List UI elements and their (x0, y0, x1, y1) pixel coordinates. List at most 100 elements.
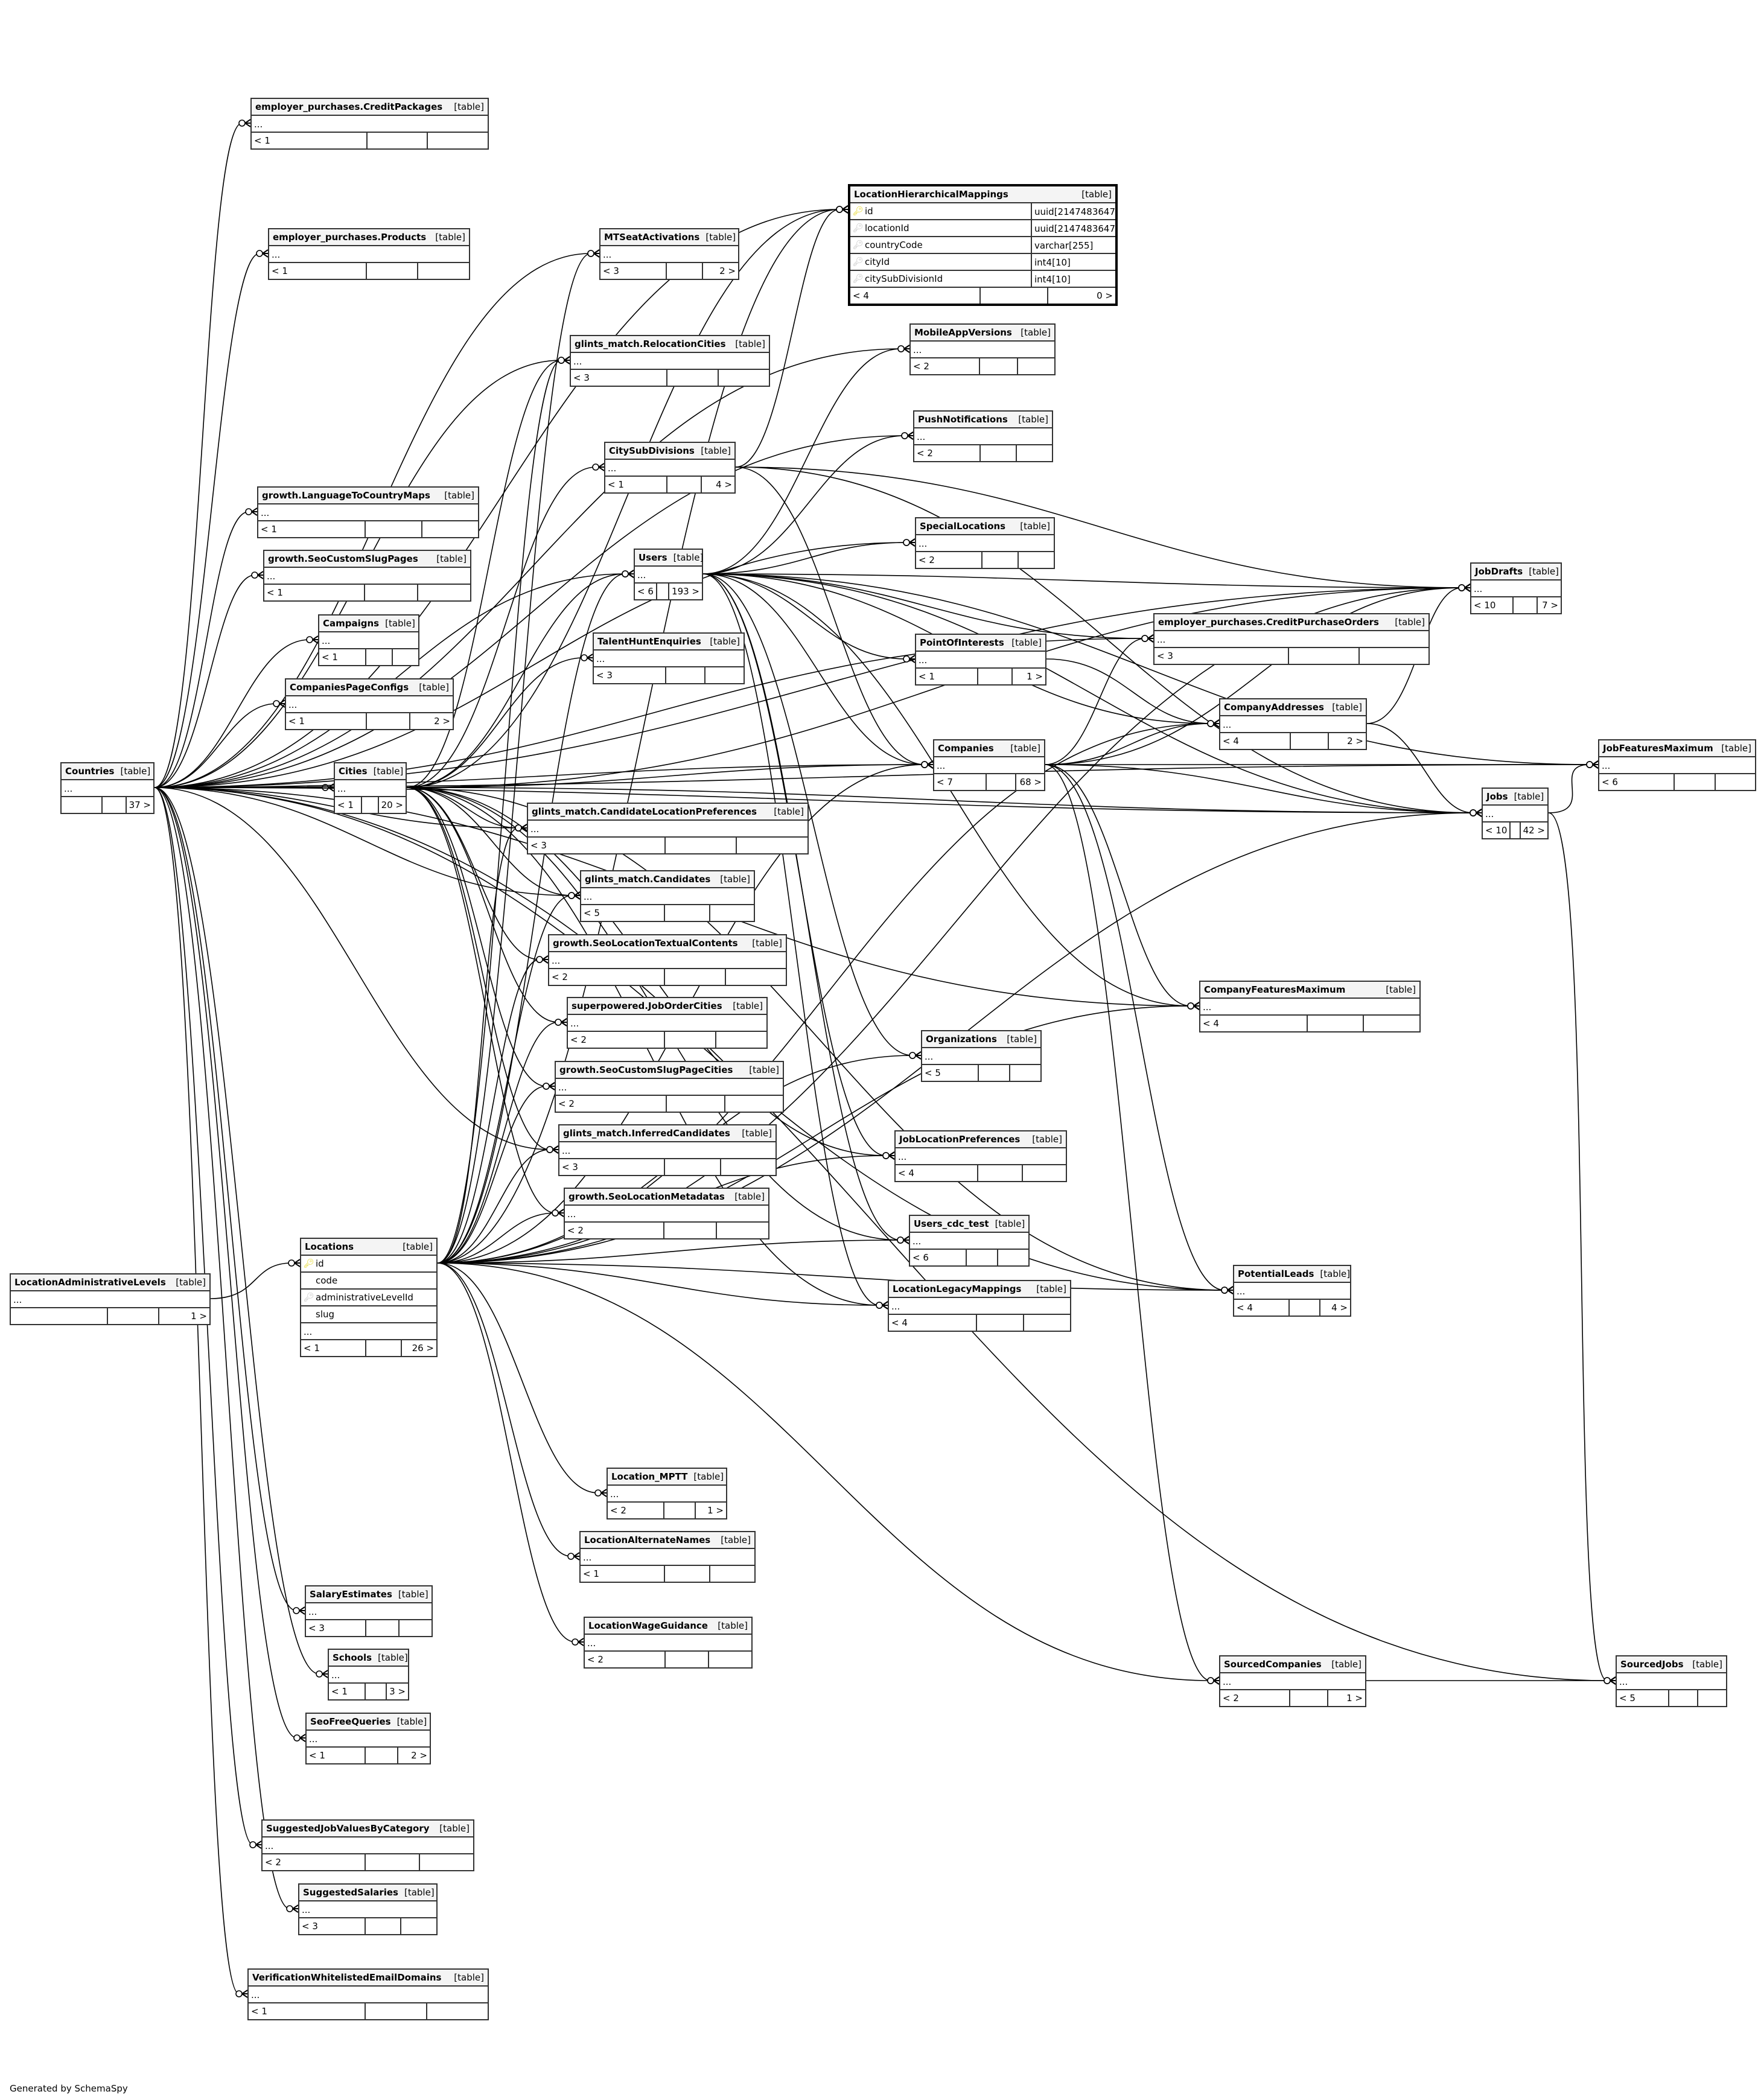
collapsed-columns-row[interactable]: ... (528, 821, 807, 838)
table-verification-whitelisted-email-domains[interactable]: VerificationWhitelistedEmailDomains [tab… (247, 1968, 489, 2020)
table-locations[interactable]: Locations [table] 🔑︎id code 🔑︎administra… (300, 1238, 438, 1357)
parents-count-link[interactable]: < 2 (916, 552, 983, 568)
column-row[interactable]: slug (301, 1306, 436, 1323)
table-name[interactable]: SourcedJobs (1620, 1659, 1684, 1670)
children-count-link[interactable]: 68 > (1019, 777, 1042, 788)
children-count-link[interactable]: 4 > (716, 479, 732, 490)
parents-count-link[interactable]: < 2 (911, 358, 980, 374)
table-push-notifications[interactable]: PushNotifications [table] ... < 2 (913, 410, 1053, 462)
parents-count-link[interactable]: < 3 (299, 1918, 366, 1934)
collapsed-columns-row[interactable]: ... (568, 1015, 766, 1032)
parents-count-link[interactable]: < 4 (889, 1315, 977, 1331)
collapsed-columns-row[interactable]: ... (565, 1206, 768, 1223)
parents-count-link[interactable]: < 2 (263, 1854, 366, 1870)
children-count-link[interactable]: 2 > (719, 266, 736, 276)
collapsed-columns-row[interactable]: ... (307, 1731, 430, 1748)
collapsed-columns-row[interactable]: ... (916, 535, 1054, 552)
parents-count-link[interactable]: < 10 (1483, 822, 1511, 838)
collapsed-columns-row[interactable]: ... (1200, 999, 1419, 1016)
table-name[interactable]: JobLocationPreferences (899, 1134, 1021, 1145)
collapsed-columns-row[interactable]: ... (1234, 1283, 1350, 1300)
parents-count-link[interactable]: < 1 (286, 713, 367, 729)
children-count-link[interactable] (401, 1918, 436, 1934)
table-job-order-cities[interactable]: superpowered.JobOrderCities [table] ... … (567, 997, 768, 1049)
table-credit-purchase-orders[interactable]: employer_purchases.CreditPurchaseOrders … (1153, 613, 1430, 665)
collapsed-columns-row[interactable]: ... (635, 567, 702, 584)
table-name[interactable]: CompanyFeaturesMaximum (1204, 984, 1346, 995)
children-count-link[interactable] (428, 133, 488, 148)
parents-count-link[interactable]: < 1 (252, 133, 368, 148)
parents-count-link[interactable]: < 6 (635, 584, 657, 599)
collapsed-columns-row[interactable]: ... (299, 1901, 436, 1918)
children-count-link[interactable] (725, 1096, 783, 1112)
table-name[interactable]: Organizations (926, 1034, 997, 1045)
collapsed-columns-row[interactable]: ... (910, 1233, 1028, 1250)
table-mtseat-activations[interactable]: MTSeatActivations [table] ... < 3 2 > (599, 228, 739, 280)
children-count-link[interactable]: 1 > (707, 1505, 724, 1516)
table-jobs[interactable]: Jobs [table] ... < 10 42 > (1482, 788, 1549, 839)
children-count-link[interactable] (710, 905, 754, 921)
collapsed-columns-row[interactable]: ... (896, 1148, 1066, 1165)
table-location-administrative-levels[interactable]: LocationAdministrativeLevels [table] ...… (10, 1273, 211, 1325)
collapsed-columns-row[interactable]: ... (549, 952, 786, 969)
collapsed-columns-row[interactable]: ... (889, 1298, 1070, 1315)
table-name[interactable]: Countries (65, 766, 115, 777)
table-name[interactable]: SuggestedJobValuesByCategory (266, 1823, 430, 1834)
collapsed-columns-row[interactable]: ... (62, 780, 153, 797)
table-name[interactable]: glints_match.Candidates (585, 874, 711, 885)
children-count-link[interactable]: 7 > (1542, 600, 1558, 611)
children-count-link[interactable] (998, 1250, 1028, 1265)
parents-count-link[interactable]: < 1 (249, 2003, 366, 2019)
children-count-link[interactable] (1024, 1315, 1070, 1331)
table-name[interactable]: glints_match.CandidateLocationPreference… (532, 806, 757, 817)
children-count-link[interactable] (418, 585, 470, 600)
column-row[interactable]: 🔑︎cityId int4[10] (850, 254, 1115, 271)
table-candidate-location-preferences[interactable]: glints_match.CandidateLocationPreference… (527, 803, 809, 854)
table-point-of-interests[interactable]: PointOfInterests [table] ... < 1 1 > (915, 634, 1046, 686)
table-name[interactable]: MTSeatActivations (604, 232, 700, 243)
parents-count-link[interactable]: < 2 (1220, 1690, 1290, 1706)
table-name[interactable]: LocationAdministrativeLevels (14, 1277, 166, 1288)
children-count-link[interactable] (1018, 358, 1055, 374)
parents-count-link[interactable]: < 4 (1200, 1016, 1308, 1031)
table-name[interactable]: growth.LanguageToCountryMaps (262, 490, 430, 501)
parents-count-link[interactable]: < 7 (934, 774, 987, 790)
table-name[interactable]: employer_purchases.CreditPurchaseOrders (1158, 617, 1379, 628)
table-location-mptt[interactable]: Location_MPTT [table] ... < 2 1 > (607, 1468, 727, 1519)
table-seo-location-metadatas[interactable]: growth.SeoLocationMetadatas [table] ... … (564, 1188, 769, 1239)
table-name[interactable]: superpowered.JobOrderCities (572, 1001, 722, 1011)
children-count-link[interactable] (705, 667, 744, 683)
children-count-link[interactable] (1010, 1065, 1040, 1081)
table-name[interactable]: LocationAlternateNames (584, 1535, 711, 1545)
collapsed-columns-row[interactable]: ... (585, 1635, 751, 1652)
table-name[interactable]: PotentialLeads (1238, 1268, 1314, 1279)
children-count-link[interactable] (1716, 774, 1756, 790)
parents-count-link[interactable]: < 5 (922, 1065, 979, 1081)
table-name[interactable]: Users_cdc_test (914, 1218, 989, 1229)
parents-count-link[interactable]: < 1 (605, 477, 667, 492)
table-countries[interactable]: Countries [table] ... 37 > (60, 762, 154, 814)
children-count-link[interactable] (1019, 552, 1054, 568)
children-count-link[interactable] (420, 1854, 473, 1870)
table-name[interactable]: VerificationWhitelistedEmailDomains (252, 1972, 442, 1983)
parents-count-link[interactable]: < 1 (916, 669, 978, 684)
table-candidates[interactable]: glints_match.Candidates [table] ... < 5 (580, 870, 755, 922)
table-salary-estimates[interactable]: SalaryEstimates [table] ... < 3 (305, 1585, 433, 1637)
parents-count-link[interactable]: < 3 (306, 1620, 366, 1636)
table-seo-location-textual-contents[interactable]: growth.SeoLocationTextualContents [table… (548, 934, 787, 986)
children-count-link[interactable]: 42 > (1523, 825, 1545, 836)
table-special-locations[interactable]: SpecialLocations [table] ... < 2 (915, 517, 1055, 569)
table-campaigns[interactable]: Campaigns [table] ... < 1 (318, 614, 419, 666)
collapsed-columns-row[interactable]: ... (571, 353, 769, 370)
parents-count-link[interactable]: < 3 (571, 370, 667, 386)
table-name[interactable]: Locations (305, 1241, 354, 1252)
table-name[interactable]: Cities (339, 766, 368, 777)
table-seo-custom-slug-page-cities[interactable]: growth.SeoCustomSlugPageCities [table] .… (555, 1061, 784, 1113)
table-name[interactable]: SourcedCompanies (1224, 1659, 1322, 1670)
collapsed-columns-row[interactable]: ... (581, 888, 754, 905)
table-mobile-app-versions[interactable]: MobileAppVersions [table] ... < 2 (909, 323, 1056, 375)
children-count-link[interactable] (719, 370, 769, 386)
table-companies[interactable]: Companies [table] ... < 7 68 > (933, 739, 1045, 791)
table-name[interactable]: Jobs (1486, 791, 1508, 802)
table-name[interactable]: growth.SeoCustomSlugPageCities (559, 1064, 733, 1075)
